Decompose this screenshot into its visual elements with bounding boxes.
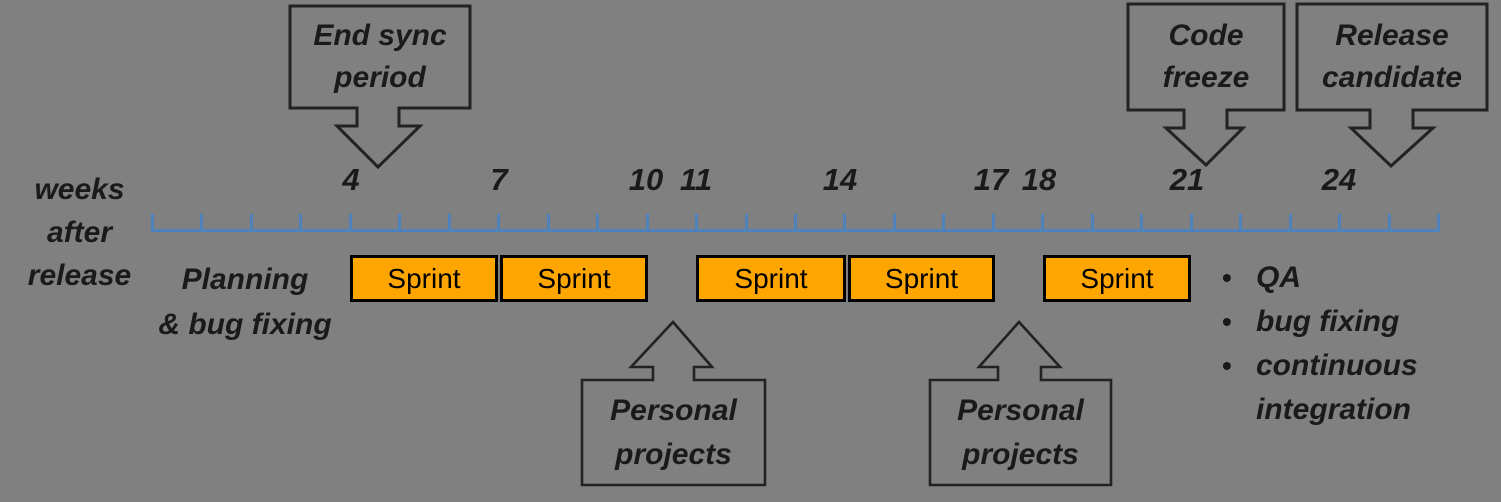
bullet-icon: • xyxy=(1222,306,1232,337)
timeline-tick xyxy=(546,214,550,232)
personal-projects-1-shape xyxy=(580,320,767,487)
up-arrow-icon xyxy=(928,320,1113,487)
timeline-tick xyxy=(1189,214,1193,232)
release-candidate-callout: Release candidate xyxy=(1297,4,1487,110)
week-label-4: 4 xyxy=(342,162,360,197)
timeline-tick xyxy=(1090,214,1094,232)
week-label-11: 11 xyxy=(679,162,713,197)
week-label-7: 7 xyxy=(490,162,508,197)
code-freeze-callout-shape xyxy=(1126,2,1286,168)
timeline-tick xyxy=(991,214,995,232)
axis-label-line2: after xyxy=(46,216,113,249)
week-label-24: 24 xyxy=(1321,162,1357,197)
sprint-label: Sprint xyxy=(387,262,461,294)
sprint-box-4: Sprint xyxy=(848,255,995,302)
end-sync-callout: End sync period xyxy=(290,6,470,108)
release-candidate-callout-shape xyxy=(1295,2,1489,169)
sprint-label: Sprint xyxy=(1080,262,1154,294)
planning-line1: Planning xyxy=(181,263,309,296)
bullet-icon: • xyxy=(1222,350,1232,381)
planning-phase-label: Planning & bug fixing xyxy=(135,257,355,347)
personal-1-line2: projects xyxy=(615,437,732,471)
timeline-tick xyxy=(1436,214,1440,232)
planning-line2: & bug fixing xyxy=(158,308,332,341)
axis-label-line1: weeks xyxy=(34,173,125,206)
personal-projects-callout-1: Personal projects xyxy=(582,380,765,485)
axis-label-line3: release xyxy=(27,259,132,292)
personal-1-line1: Personal xyxy=(610,393,737,427)
timeline-tick xyxy=(497,214,501,232)
end-sync-line2: period xyxy=(334,61,426,94)
timeline-tick xyxy=(1288,214,1292,232)
timeline-tick xyxy=(249,214,253,232)
down-arrow-icon xyxy=(1126,2,1286,168)
timeline-tick xyxy=(1041,214,1045,232)
up-arrow-icon xyxy=(580,320,767,487)
list-item: • bug fixing xyxy=(1222,300,1457,344)
timeline-tick xyxy=(942,214,946,232)
timeline-ticks xyxy=(151,214,1440,232)
sprint-box-5: Sprint xyxy=(1043,255,1191,302)
timeline-tick xyxy=(645,214,649,232)
timeline-tick xyxy=(447,214,451,232)
week-label-17: 17 xyxy=(973,162,1009,197)
list-item: • QA xyxy=(1222,256,1457,300)
release-activities-list: • QA • bug fixing • continuous integrati… xyxy=(1222,256,1457,432)
activity-bug-fixing: bug fixing xyxy=(1256,305,1400,338)
activity-qa: QA xyxy=(1256,261,1301,294)
list-item: • continuous integration xyxy=(1222,344,1457,432)
axis-label-weeks-after-release: weeks after release xyxy=(12,168,147,297)
personal-2-line1: Personal xyxy=(957,393,1084,427)
sprint-box-3: Sprint xyxy=(696,255,846,302)
timeline-tick xyxy=(299,214,303,232)
timeline-tick xyxy=(843,214,847,232)
personal-2-line2: projects xyxy=(962,437,1079,471)
timeline-tick xyxy=(200,214,204,232)
week-label-21: 21 xyxy=(1169,162,1205,197)
timeline-tick xyxy=(793,214,797,232)
end-sync-line1: End sync xyxy=(313,19,447,52)
bullet-icon: • xyxy=(1222,262,1232,293)
timeline-tick xyxy=(596,214,600,232)
week-label-14: 14 xyxy=(822,162,858,197)
sprint-box-2: Sprint xyxy=(500,255,648,302)
activity-continuous-integration: continuous integration xyxy=(1256,349,1418,426)
end-sync-callout-shape xyxy=(288,4,472,170)
timeline-tick xyxy=(1239,214,1243,232)
timeline-tick xyxy=(695,214,699,232)
week-label-18: 18 xyxy=(1021,162,1057,197)
sprint-label: Sprint xyxy=(884,262,959,294)
sprint-label: Sprint xyxy=(537,262,611,294)
timeline-tick xyxy=(151,214,154,232)
personal-projects-2-shape xyxy=(928,320,1113,487)
code-freeze-callout: Code freeze xyxy=(1128,4,1284,110)
timeline-tick xyxy=(398,214,402,232)
timeline-tick xyxy=(744,214,748,232)
personal-projects-callout-2: Personal projects xyxy=(930,380,1111,485)
timeline-tick xyxy=(892,214,896,232)
release-candidate-line2: candidate xyxy=(1321,61,1463,94)
release-candidate-line1: Release xyxy=(1335,19,1449,52)
timeline-tick xyxy=(1338,214,1342,232)
code-freeze-line2: freeze xyxy=(1162,61,1250,94)
down-arrow-icon xyxy=(1295,2,1489,169)
week-label-10: 10 xyxy=(628,162,664,197)
timeline-tick xyxy=(348,214,352,232)
sprint-box-1: Sprint xyxy=(350,255,498,302)
down-arrow-icon xyxy=(288,4,472,170)
sprint-label: Sprint xyxy=(734,262,808,294)
timeline-tick xyxy=(1387,214,1391,232)
code-freeze-line1: Code xyxy=(1168,19,1244,52)
timeline-tick xyxy=(1140,214,1144,232)
